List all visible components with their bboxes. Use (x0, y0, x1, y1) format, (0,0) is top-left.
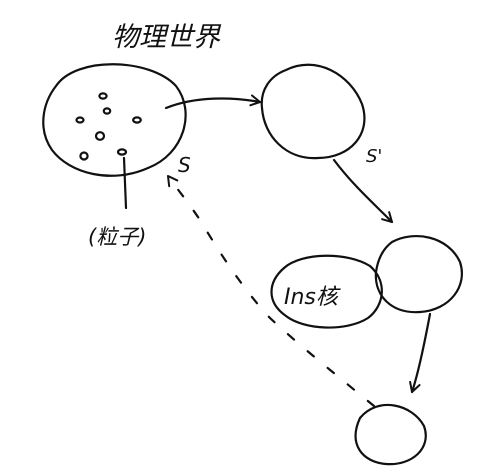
world-title: 物理世界 (112, 22, 222, 53)
arrow-middle-to-bottom-circle (409, 312, 432, 394)
particle-dot (94, 131, 106, 141)
particle-dot (98, 92, 108, 100)
top-right-circle (260, 63, 366, 160)
core-circle (270, 254, 383, 329)
s-label: S (178, 153, 191, 177)
particle-dot (116, 148, 128, 156)
dashed-feedback-arrow (166, 174, 376, 408)
s-prime-label: S' (366, 146, 382, 167)
particle-dot (132, 116, 142, 124)
middle-right-circle (374, 235, 463, 314)
bottom-circle (354, 403, 427, 466)
core-label: Ins核 (284, 285, 341, 310)
particle-dot (79, 151, 89, 161)
particle-dot (75, 116, 85, 124)
world-circle (42, 63, 187, 177)
particle-label: (粒子) (88, 225, 146, 249)
arrow-world-to-top-circle (164, 94, 262, 110)
particle-dot (102, 107, 112, 115)
particle-connector (122, 156, 128, 210)
arrow-top-to-middle-circle (332, 158, 394, 224)
particle-dots (75, 92, 142, 161)
